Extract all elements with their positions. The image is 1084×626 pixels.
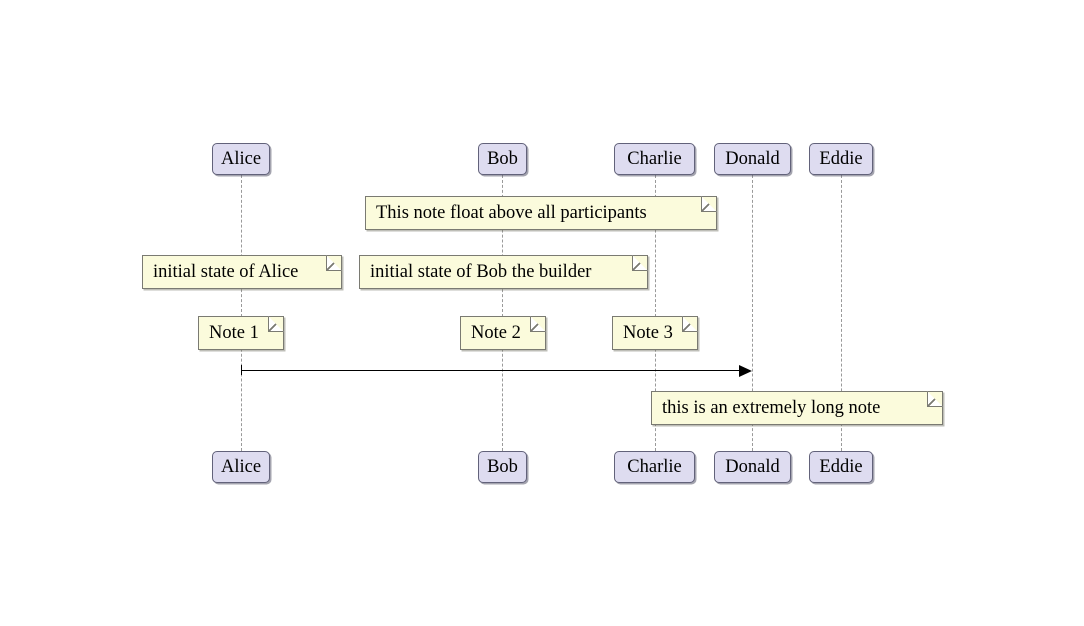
participant-label: Eddie bbox=[819, 148, 863, 169]
participant-top-alice[interactable]: Alice bbox=[212, 143, 270, 175]
participant-label: Bob bbox=[487, 456, 518, 477]
note-folded-corner-icon bbox=[682, 316, 698, 332]
note-text: Note 3 bbox=[623, 322, 673, 343]
participant-top-charlie[interactable]: Charlie bbox=[614, 143, 695, 175]
note-text: This note float above all participants bbox=[376, 202, 647, 223]
participant-top-donald[interactable]: Donald bbox=[714, 143, 791, 175]
participant-top-bob[interactable]: Bob bbox=[478, 143, 527, 175]
note-folded-corner-icon bbox=[326, 255, 342, 271]
note-folded-corner-icon bbox=[927, 391, 943, 407]
note-text: Note 2 bbox=[471, 322, 521, 343]
message-alice-to-donald-arrowhead-icon bbox=[739, 364, 752, 377]
participant-bottom-donald[interactable]: Donald bbox=[714, 451, 791, 483]
note-3[interactable]: Note 3 bbox=[612, 316, 698, 350]
participant-label: Donald bbox=[725, 456, 780, 477]
note-folded-corner-icon bbox=[530, 316, 546, 332]
note-folded-corner-icon bbox=[632, 255, 648, 271]
note-initial-state-bob[interactable]: initial state of Bob the builder bbox=[359, 255, 648, 289]
participant-bottom-alice[interactable]: Alice bbox=[212, 451, 270, 483]
participant-label: Charlie bbox=[627, 456, 682, 477]
note-1[interactable]: Note 1 bbox=[198, 316, 284, 350]
participant-label: Bob bbox=[487, 148, 518, 169]
note-float-above-all[interactable]: This note float above all participants bbox=[365, 196, 717, 230]
participant-label: Charlie bbox=[627, 148, 682, 169]
message-alice-to-donald-line[interactable] bbox=[241, 370, 739, 371]
participant-bottom-eddie[interactable]: Eddie bbox=[809, 451, 873, 483]
participant-top-eddie[interactable]: Eddie bbox=[809, 143, 873, 175]
note-text: initial state of Alice bbox=[153, 261, 299, 282]
participant-label: Alice bbox=[220, 148, 262, 169]
participant-bottom-charlie[interactable]: Charlie bbox=[614, 451, 695, 483]
lifeline-alice bbox=[241, 175, 242, 451]
note-folded-corner-icon bbox=[268, 316, 284, 332]
participant-label: Alice bbox=[220, 456, 262, 477]
note-initial-state-alice[interactable]: initial state of Alice bbox=[142, 255, 342, 289]
note-extremely-long[interactable]: this is an extremely long note bbox=[651, 391, 943, 425]
note-text: this is an extremely long note bbox=[662, 397, 881, 418]
lifeline-eddie bbox=[841, 175, 842, 451]
note-text: initial state of Bob the builder bbox=[370, 261, 592, 282]
note-folded-corner-icon bbox=[701, 196, 717, 212]
participant-label: Donald bbox=[725, 148, 780, 169]
participant-bottom-bob[interactable]: Bob bbox=[478, 451, 527, 483]
lifeline-charlie bbox=[655, 175, 656, 451]
lifeline-bob bbox=[502, 175, 503, 451]
note-2[interactable]: Note 2 bbox=[460, 316, 546, 350]
participant-label: Eddie bbox=[819, 456, 863, 477]
note-text: Note 1 bbox=[209, 322, 259, 343]
lifeline-donald bbox=[752, 175, 753, 451]
